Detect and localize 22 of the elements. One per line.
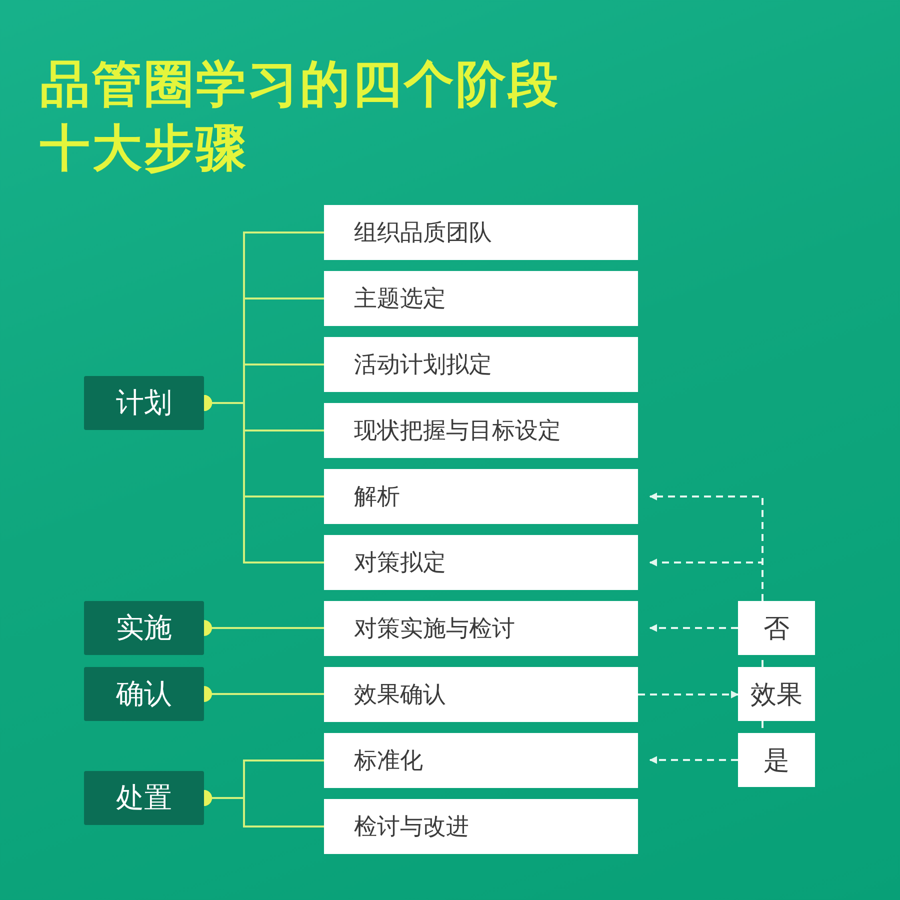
dashed-arrow <box>649 756 738 764</box>
step-box: 组织品质团队 <box>324 205 638 260</box>
step-box: 标准化 <box>324 733 638 788</box>
title: 品管圈学习的四个阶段十大步骤 <box>40 54 561 179</box>
dashed-arrow <box>649 492 764 601</box>
decision-box: 效果 <box>738 667 815 721</box>
phase-box: 实施 <box>84 601 204 655</box>
step-box: 现状把握与目标设定 <box>324 403 638 458</box>
step-box: 活动计划拟定 <box>324 337 638 392</box>
decision-box: 否 <box>738 601 815 655</box>
decision-box: 是 <box>738 733 815 787</box>
phase-box: 确认 <box>84 667 204 721</box>
phase-box: 计划 <box>84 376 204 430</box>
phase-box: 处置 <box>84 771 204 825</box>
step-box: 对策拟定 <box>324 535 638 590</box>
step-box: 效果确认 <box>324 667 638 722</box>
dashed-arrow <box>649 624 738 632</box>
step-box: 检讨与改进 <box>324 799 638 854</box>
step-box: 解析 <box>324 469 638 524</box>
step-box: 对策实施与检讨 <box>324 601 638 656</box>
step-box: 主题选定 <box>324 271 638 326</box>
dashed-arrow <box>638 690 739 698</box>
